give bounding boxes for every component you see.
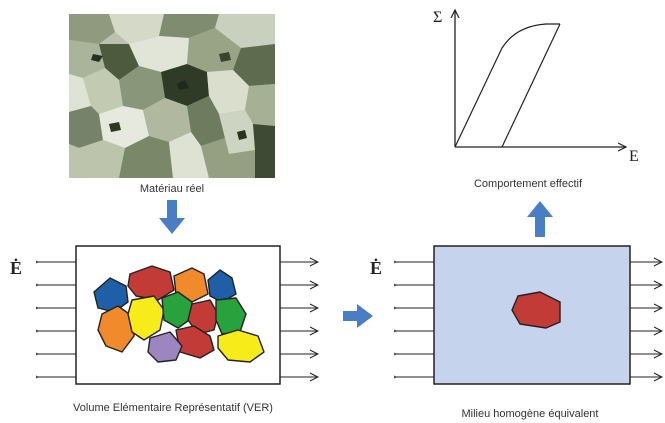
behavior-plot (428, 4, 654, 172)
x-axis-symbol: E (629, 148, 639, 165)
real-material-caption: Matériau réel (139, 183, 205, 195)
arrow-up-icon (527, 201, 553, 237)
arrow-right-icon (343, 304, 373, 328)
arrow-down-icon (159, 200, 185, 234)
loading-curve (454, 23, 560, 148)
micrograph-image (69, 14, 275, 178)
ver-caption: Volume Elémentaire Représentatif (VER) (73, 402, 273, 414)
y-axis-symbol: Σ (433, 9, 443, 26)
ver-diagram (36, 245, 322, 385)
homogeneous-diagram (394, 245, 665, 385)
homogeneous-left-arrows (396, 262, 434, 377)
unloading-line (501, 23, 561, 148)
behavior-caption: Comportement effectif (473, 178, 582, 190)
homogeneous-inclusion (511, 291, 561, 329)
ver-strain-rate-symbol: Ė (10, 258, 23, 278)
homogeneous-right-arrows (630, 262, 662, 377)
homogeneous-strain-rate-symbol: Ė (370, 258, 383, 278)
ver-right-arrows (280, 262, 318, 377)
homogeneous-caption: Milieu homogène équivalent (461, 408, 599, 420)
ver-grains (93, 265, 265, 363)
ver-left-arrows (38, 262, 76, 377)
